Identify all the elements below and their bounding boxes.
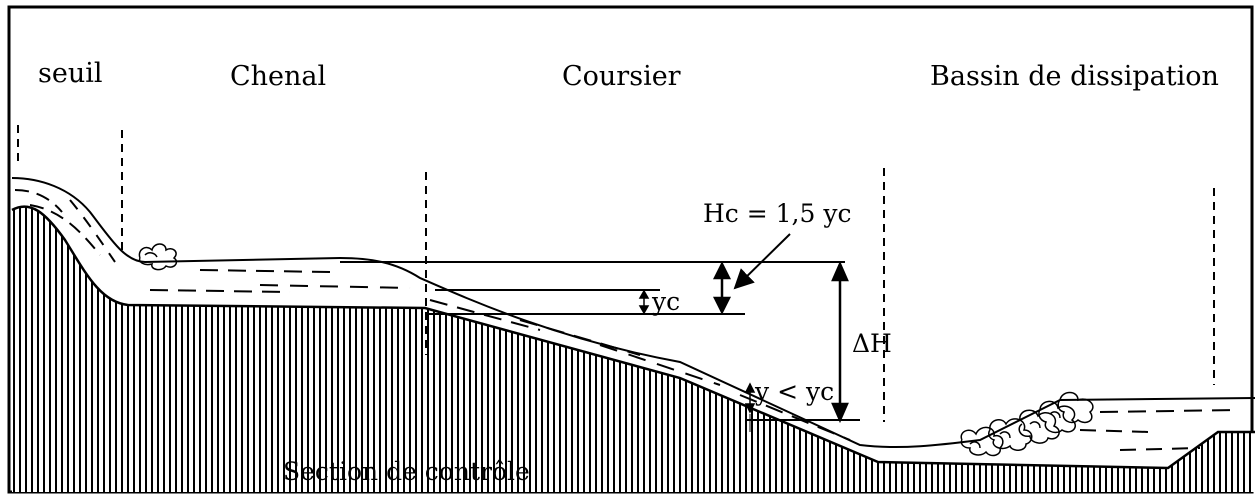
label-delta-h: ΔH: [852, 329, 892, 358]
yc-dimension: [638, 289, 650, 315]
turbulence: [138, 243, 1094, 457]
label-chenal: Chenal: [230, 61, 326, 92]
flow-lines: [14, 189, 1241, 451]
y-dimension: [744, 382, 756, 432]
delta-h-dimension: [831, 260, 849, 424]
hc-leader-arrow: [733, 233, 791, 290]
label-section-controle: Section de contrôle: [283, 457, 530, 486]
section-dividers: [17, 125, 1215, 422]
label-yc: yc: [651, 287, 680, 316]
hc-dimension: [712, 261, 732, 315]
ground-outline: [11, 205, 1255, 470]
label-hc-formula: Hc = 1,5 yc: [703, 199, 851, 228]
label-bassin: Bassin de dissipation: [930, 61, 1219, 92]
label-seuil: seuil: [38, 58, 103, 89]
water-surface: [11, 177, 1256, 449]
ground-hatching: [12, 206, 1255, 493]
label-coursier: Coursier: [562, 61, 681, 92]
label-y-less-yc: y < yc: [754, 377, 834, 406]
